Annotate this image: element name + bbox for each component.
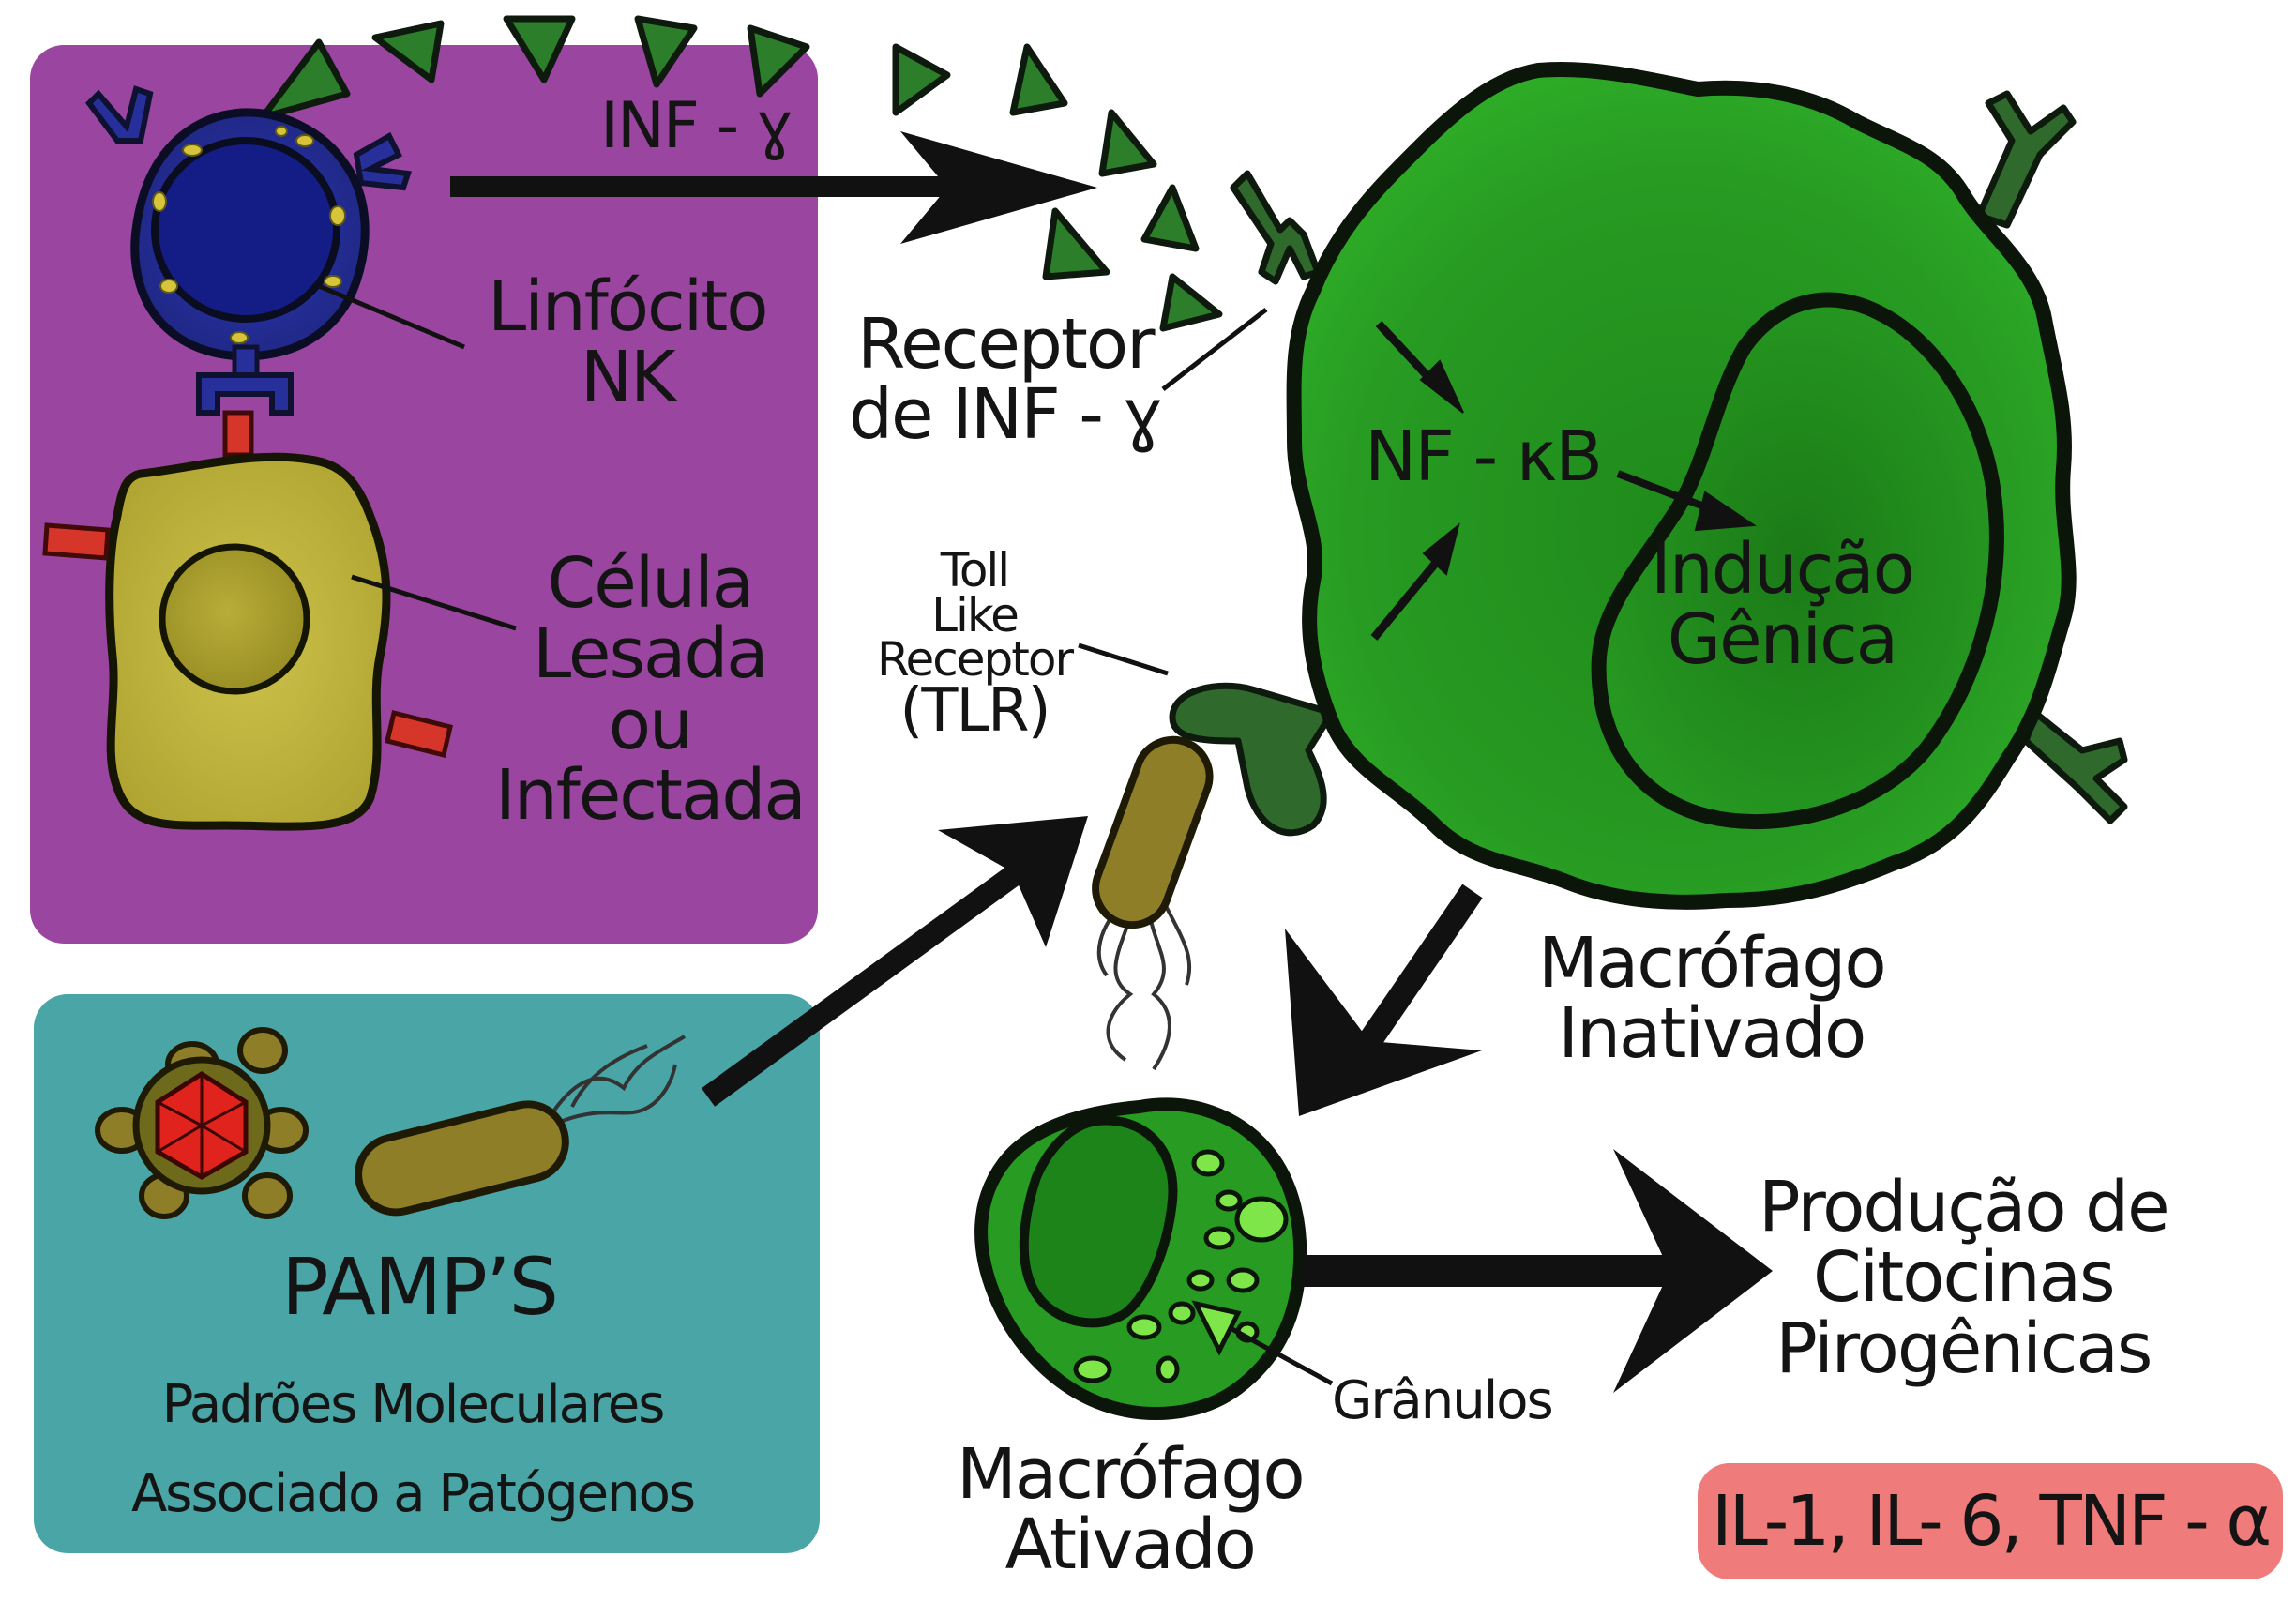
ifn-molecule bbox=[503, 15, 576, 83]
ligand-red bbox=[42, 522, 111, 561]
label-nfkb: NF - κB bbox=[1365, 416, 1603, 497]
ifn-molecule bbox=[634, 15, 698, 88]
macrophage-nucleus bbox=[1591, 292, 2004, 829]
label-granules: Grânulos bbox=[1332, 1370, 1554, 1431]
nk-granule bbox=[324, 275, 342, 288]
nk-nucleus bbox=[151, 137, 340, 323]
inactive-macrophage bbox=[1169, 62, 2128, 910]
virus-lobe bbox=[237, 1027, 288, 1074]
arrow-to-cytokines bbox=[1304, 1149, 1773, 1393]
active-macrophage bbox=[974, 1097, 1334, 1420]
arrow-ifn-to-receptor bbox=[450, 131, 1097, 244]
nk-cell bbox=[85, 85, 413, 416]
nk-activating-receptor bbox=[196, 372, 294, 416]
ifn-molecule bbox=[1140, 184, 1200, 252]
arrow-tlr-to-nfkb bbox=[1370, 555, 1443, 641]
active-macrophage-nucleus bbox=[1019, 1115, 1178, 1328]
arrow-nfkb-to-nucleus bbox=[1616, 470, 1718, 515]
macrophage-receptor-bottom-right bbox=[2022, 709, 2128, 824]
ifn-molecule bbox=[1042, 207, 1110, 280]
ifn-molecule bbox=[747, 24, 810, 98]
cytokines-badge: IL-1, IL- 6, TNF - α bbox=[1698, 1463, 2283, 1579]
granule bbox=[1226, 1267, 1260, 1293]
label-pamps-title: PAMP’S bbox=[281, 1241, 559, 1333]
granule bbox=[1191, 1300, 1242, 1356]
ifn-molecule bbox=[371, 20, 445, 83]
nk-granule bbox=[152, 191, 167, 212]
pointer-damaged-cell bbox=[351, 574, 517, 631]
ligand-red bbox=[222, 410, 254, 458]
granule bbox=[1168, 1301, 1196, 1325]
granule bbox=[1215, 1189, 1243, 1212]
ifn-molecule bbox=[1009, 43, 1068, 116]
cytokines-label: IL-1, IL- 6, TNF - α bbox=[1711, 1481, 2272, 1562]
granule bbox=[1073, 1355, 1112, 1383]
tlr-receptor bbox=[1169, 682, 1336, 837]
pointer-nk bbox=[318, 283, 465, 350]
granule bbox=[1126, 1314, 1162, 1340]
granule bbox=[1203, 1226, 1235, 1250]
bacterium-body bbox=[1092, 735, 1214, 929]
granules-pointer bbox=[1227, 1324, 1334, 1386]
virus-lobe bbox=[242, 1172, 293, 1219]
damaged-cell bbox=[42, 410, 453, 831]
ifn-receptor bbox=[1230, 170, 1322, 285]
pointer-tlr bbox=[1078, 642, 1169, 676]
nk-granule bbox=[295, 134, 314, 147]
virus-icon bbox=[95, 1027, 309, 1219]
ifn-gamma-molecules bbox=[259, 15, 1223, 332]
nk-granule bbox=[275, 126, 288, 137]
ligand-red bbox=[385, 709, 453, 759]
ifn-molecule bbox=[892, 43, 951, 116]
granule bbox=[1234, 1196, 1289, 1243]
pamp-bacterium bbox=[355, 1035, 687, 1217]
nk-granule bbox=[329, 205, 346, 226]
bacterium-flagella bbox=[1096, 899, 1192, 1071]
arrow-pamps-to-tlr bbox=[701, 816, 1088, 1107]
granule bbox=[1156, 1355, 1180, 1383]
granule bbox=[1191, 1149, 1225, 1177]
nk-granule bbox=[182, 144, 203, 157]
nk-granule bbox=[230, 331, 249, 344]
label-ifn-gamma: INF - ɣ bbox=[600, 89, 793, 163]
nk-granule bbox=[159, 279, 178, 294]
pamp-bacterium-flagella bbox=[551, 1035, 687, 1123]
ifn-molecule bbox=[1098, 109, 1157, 177]
pointer-ifn-receptor bbox=[1161, 308, 1268, 391]
granule bbox=[1186, 1269, 1215, 1292]
label-pointers bbox=[318, 283, 1268, 676]
bacterium-at-tlr bbox=[1092, 735, 1214, 1071]
ifn-molecule bbox=[259, 38, 351, 121]
nk-receptor bbox=[85, 85, 154, 144]
macrophage-receptor-top-right bbox=[1975, 90, 2077, 229]
arrow-macrophage-activation bbox=[1285, 884, 1483, 1116]
pamp-bacterium-body bbox=[355, 1100, 569, 1217]
nk-receptor bbox=[353, 131, 413, 191]
ifn-molecule bbox=[1159, 273, 1223, 332]
damaged-cell-nucleus bbox=[159, 543, 310, 695]
